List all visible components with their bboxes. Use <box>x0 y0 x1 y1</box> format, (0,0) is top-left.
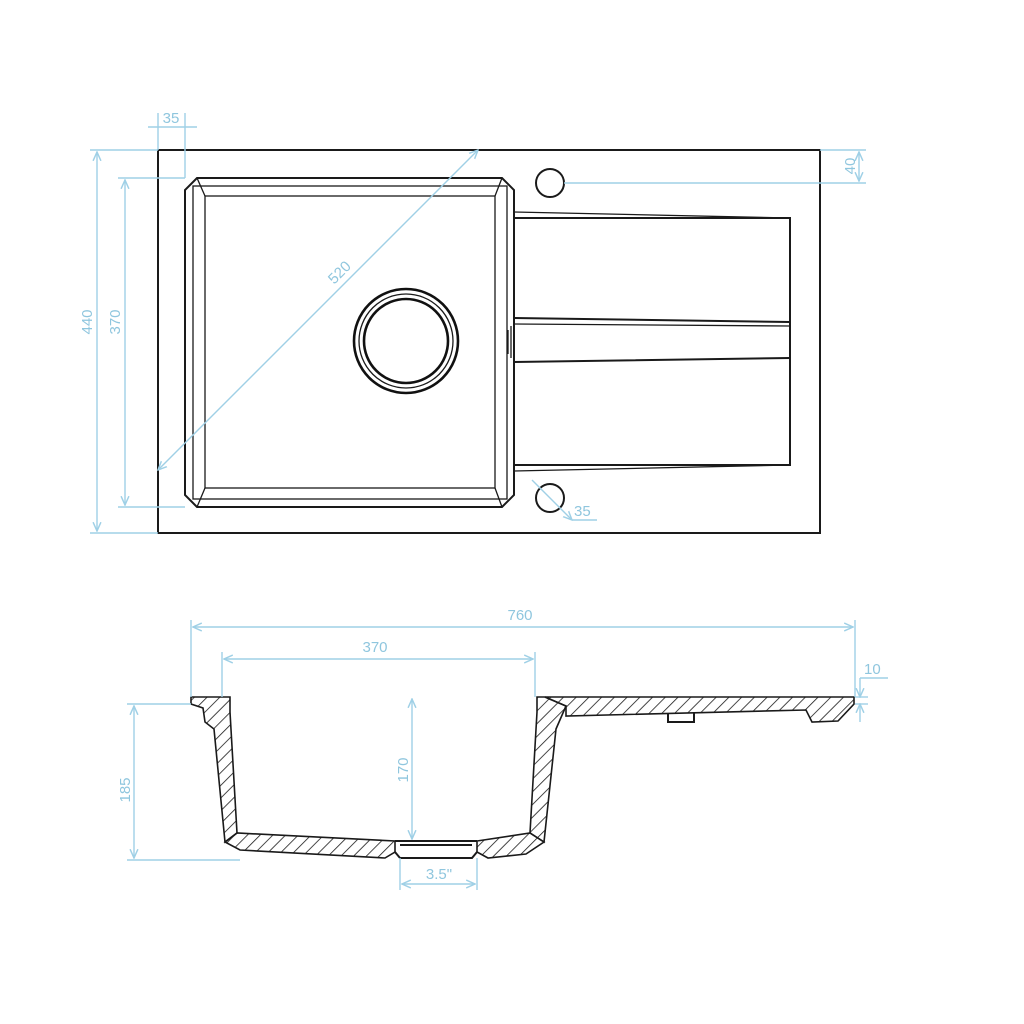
section-view: 760 370 10 185 170 3.5" <box>117 607 888 890</box>
section-left-wall <box>190 696 238 844</box>
section-right-wall <box>529 696 568 844</box>
drainer-edge <box>513 211 791 219</box>
dim-flange-label: 35 <box>163 110 180 127</box>
dim-diagonal-label: 520 <box>325 258 355 288</box>
drain-mid-ring <box>358 293 454 389</box>
drainer-edge <box>513 464 791 472</box>
section-bowl-floor <box>223 832 396 859</box>
dim-hole-label: 35 <box>574 503 591 520</box>
bowl-rim-line <box>192 185 508 500</box>
bowl-outer-contour <box>184 177 515 508</box>
drain-inner-ring <box>362 297 450 385</box>
tap-hole-top <box>535 168 565 198</box>
dim-bowl-width-label: 370 <box>362 639 387 656</box>
dim-drain-label: 3.5" <box>426 866 452 883</box>
section-bowl-floor-right <box>476 832 546 859</box>
dim-tap-offset-label: 40 <box>842 158 859 175</box>
drainer-channel <box>513 317 791 363</box>
overflow-slot <box>507 326 512 358</box>
bowl-corner-line <box>196 487 206 508</box>
dim-total-height-label: 185 <box>117 777 134 802</box>
dim-bowl-depth-label: 370 <box>107 309 124 334</box>
tap-hole-bottom <box>535 483 565 513</box>
drain-outer-ring <box>352 287 460 395</box>
bowl-corner-line <box>494 487 503 508</box>
drainer-board <box>514 217 791 466</box>
section-drainer-tab <box>667 712 695 723</box>
dim-rim-label: 10 <box>864 661 881 678</box>
top-view: 35 440 370 520 40 35 <box>79 110 866 534</box>
bowl-inner-contour <box>204 195 496 489</box>
dim-bowl-height-label: 170 <box>395 757 412 782</box>
section-drainer <box>544 696 855 723</box>
sink-outline <box>157 149 821 534</box>
drainer-channel-edge <box>513 323 791 327</box>
bowl-corner-line <box>494 177 503 197</box>
dim-total-width-label: 760 <box>507 607 532 624</box>
dim-total-depth-label: 440 <box>79 309 96 334</box>
bowl-corner-line <box>196 177 206 197</box>
section-drain-fitting <box>394 840 478 859</box>
